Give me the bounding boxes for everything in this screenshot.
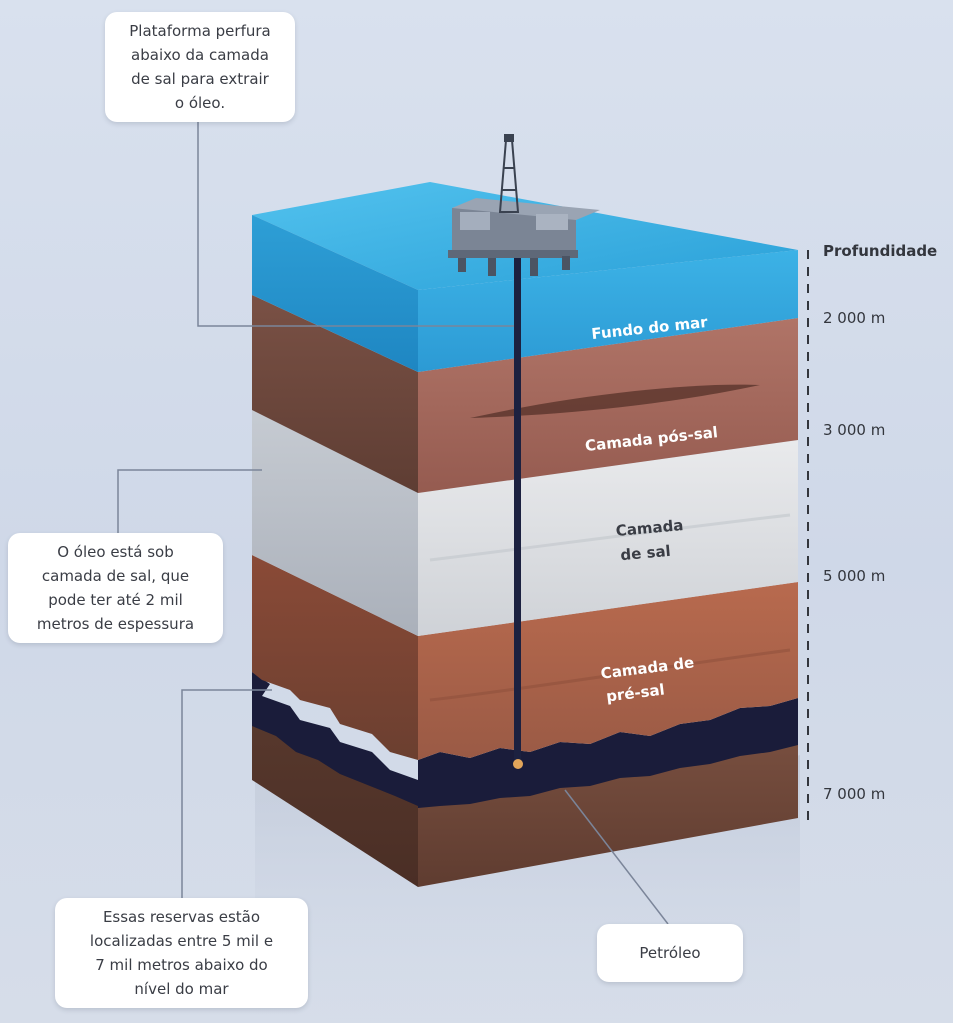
drill-bit <box>513 759 523 769</box>
depth-mark: 7 000 m <box>823 785 886 803</box>
label-camada-de-sal-2: de sal <box>620 542 672 564</box>
post-salt-lens <box>470 384 760 418</box>
leader-salt <box>117 469 262 533</box>
label-camada-de-sal-1: Camada <box>615 516 684 540</box>
depth-scale-title: Profundidade <box>823 242 938 260</box>
salt-left-face <box>252 410 418 636</box>
oil-reservoir-left <box>252 672 418 806</box>
leader-platform <box>197 122 514 327</box>
callout-platform: Plataforma perfura abaixo da camada de s… <box>105 12 295 122</box>
leader-reserves <box>181 689 272 898</box>
sea-left-face <box>252 215 418 372</box>
callout-reserves: Essas reservas estão localizadas entre 5… <box>55 898 308 1008</box>
pre-salt-stripe <box>429 648 791 702</box>
sea-right-face <box>418 250 798 372</box>
salt-stripe <box>429 513 791 562</box>
oil-reservoir-right <box>418 698 798 808</box>
pre-salt-right-face <box>418 582 798 760</box>
depth-mark: 2 000 m <box>823 309 886 327</box>
depth-mark: 5 000 m <box>823 567 886 585</box>
leader-oil <box>564 789 669 925</box>
depth-mark: 3 000 m <box>823 421 886 439</box>
callout-leaders <box>117 122 669 925</box>
post-salt-left-face <box>252 295 418 493</box>
callout-petroleo: Petróleo <box>597 924 743 982</box>
oil-platform <box>448 134 600 276</box>
pre-salt-left-face <box>252 555 418 760</box>
callout-salt-layer: O óleo está sob camada de sal, que pode … <box>8 533 223 643</box>
drill-pipe <box>514 255 521 763</box>
